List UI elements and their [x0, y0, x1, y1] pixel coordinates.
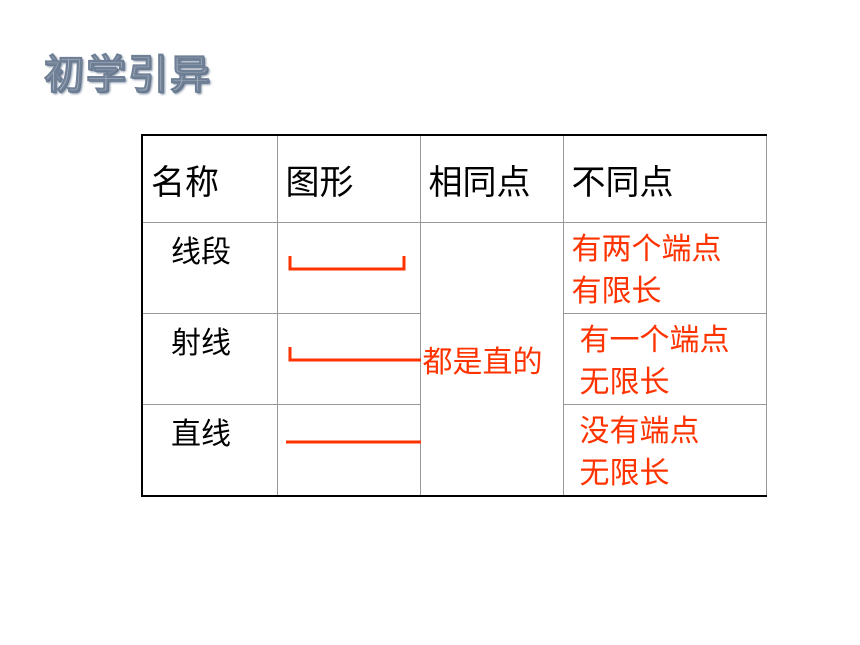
diff-text: 有一个端点无限长 — [579, 323, 730, 400]
table-row: 射线 有一个端点无限长 — [141, 313, 767, 405]
header-shape: 图形 — [276, 134, 421, 223]
table-header-row: 名称 图形 相同点 不同点 — [141, 134, 767, 223]
table-row: 直线 没有端点无限长 — [141, 404, 767, 497]
diff-text: 没有端点无限长 — [579, 414, 700, 491]
comparison-table: 名称 图形 相同点 不同点 线段 都是直的 有两个端点有限长 射线 — [141, 134, 767, 497]
row-name: 线段 — [171, 235, 231, 270]
table-row: 线段 都是直的 有两个端点有限长 — [141, 222, 767, 497]
header-name: 名称 — [141, 134, 278, 223]
slide-title: 初学引异 — [44, 52, 212, 99]
line-icon — [285, 440, 421, 444]
same-text: 都是直的 — [422, 345, 543, 380]
row-name: 射线 — [171, 326, 231, 361]
header-diff: 不同点 — [562, 134, 767, 223]
diff-text: 有两个端点有限长 — [571, 232, 722, 309]
segment-icon — [288, 256, 405, 271]
ray-icon — [288, 347, 421, 362]
header-same: 相同点 — [419, 134, 564, 223]
row-name: 直线 — [171, 417, 231, 452]
